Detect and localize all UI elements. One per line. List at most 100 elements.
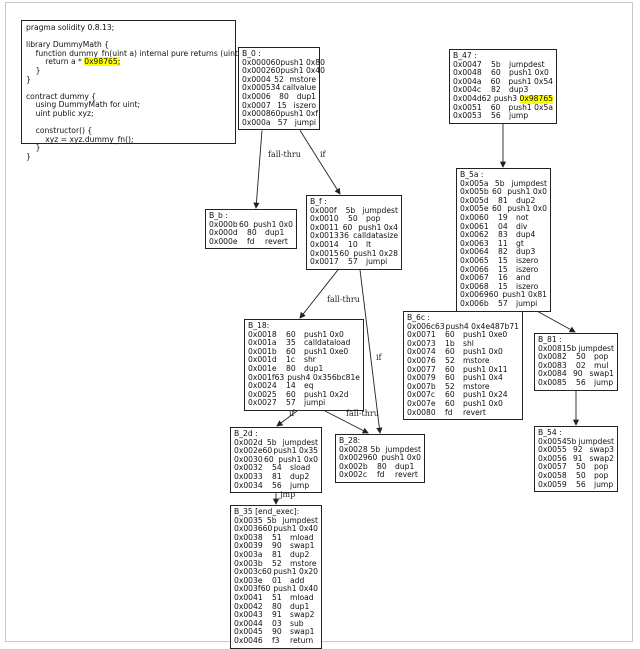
instruction-mnemonic: jumpi [366, 257, 388, 267]
instruction-address: 0x0011 [310, 222, 339, 232]
source-line-text: xyz = xyz.dummy_fn(); [26, 134, 134, 144]
instruction-mnemonic: pop [594, 462, 609, 472]
instruction-address: 0x0065 [460, 255, 489, 265]
instruction-address: 0x000e [209, 236, 238, 246]
instruction-address: 0x0004 [242, 74, 271, 84]
edge-b-5a-to-b-81 [537, 311, 576, 333]
instruction-mnemonic: pop [594, 470, 609, 480]
instruction-opcode: 34 [270, 83, 281, 93]
instruction-opcode: 60 [492, 204, 502, 214]
instruction-address: 0x0080 [407, 407, 436, 417]
instruction-address: 0x001d [248, 355, 277, 365]
instruction-opcode: 15 [277, 100, 287, 110]
instruction-address: 0x005a [460, 178, 489, 188]
instruction-address: 0x0027 [248, 398, 277, 408]
instruction-opcode: 62 [481, 93, 492, 103]
instruction-address: 0x0041 [234, 592, 263, 602]
instruction-opcode: fd [247, 236, 255, 246]
instruction-address: 0x0054 [538, 436, 567, 446]
instruction-opcode: 83 [498, 230, 508, 240]
instruction-opcode: 80 [279, 91, 289, 101]
instruction-address: 0x005e [460, 204, 489, 214]
instruction-mnemonic: dup3 [509, 85, 529, 95]
instruction-opcode: 52 [445, 381, 455, 391]
instruction-mnemonic: push1 0x0 [509, 68, 549, 78]
instruction-opcode: 01 [272, 575, 282, 585]
instruction-opcode: 81 [272, 471, 282, 481]
instruction-address: 0x0006 [242, 91, 271, 101]
instruction-address: 0x000d [209, 228, 238, 238]
instruction-mnemonic: mstore [290, 558, 317, 568]
instruction-address: 0x000b [209, 219, 238, 229]
instruction-address: 0x0029 [339, 453, 368, 463]
highlighted-constant: 0x98765 [519, 93, 553, 104]
instruction-mnemonic: pop [366, 214, 381, 224]
instruction-opcode: 19 [498, 212, 508, 222]
instruction-opcode: 60 [262, 567, 272, 577]
instruction-mnemonic: jumpdest [282, 437, 318, 447]
instruction-address: 0x0005 [242, 83, 271, 93]
instruction-address: 0x003e [234, 575, 263, 585]
instruction-address: 0x007b [407, 381, 436, 391]
instruction-mnemonic: dup1 [290, 601, 310, 611]
instruction-opcode: 60 [445, 330, 455, 340]
instruction-mnemonic: iszero [516, 255, 539, 265]
instruction-opcode: f3 [272, 635, 280, 645]
instruction-mnemonic: iszero [516, 264, 539, 274]
instruction-opcode: 1c [286, 355, 296, 365]
block-title: B_47 : [453, 51, 477, 60]
instruction-mnemonic: pop [594, 352, 609, 362]
instruction-opcode: fd [377, 470, 385, 480]
instruction-mnemonic: revert [463, 407, 486, 417]
source-line-text: library DummyMath { [26, 40, 110, 50]
instruction-mnemonic: swap1 [290, 627, 315, 637]
instruction-mnemonic: push1 0x54 [508, 76, 553, 86]
instruction-mnemonic: mul [594, 360, 609, 370]
instruction-opcode: 81 [272, 549, 282, 559]
instruction-mnemonic: swap2 [589, 453, 614, 463]
edge-label: fall-thru [327, 295, 360, 304]
source-line: contract dummy { [26, 92, 231, 102]
instruction-address: 0x0056 [538, 453, 567, 463]
instruction-address: 0x0085 [538, 377, 567, 387]
instruction-address: 0x001a [248, 338, 277, 348]
instruction-address: 0x0076 [407, 355, 436, 365]
instruction-address: 0x002e [234, 446, 263, 456]
instruction-address: 0x0053 [453, 111, 482, 121]
instruction-mnemonic: push1 0x24 [463, 390, 508, 400]
instruction-opcode: 5b [566, 436, 577, 446]
instruction-address: 0x0036 [234, 524, 263, 534]
instruction-mnemonic: calldatasize [353, 231, 398, 241]
block-title: B_5a : [460, 170, 484, 179]
instruction-opcode: 52 [274, 74, 284, 84]
instruction-mnemonic: mload [290, 592, 314, 602]
source-line-text: return a * [26, 57, 85, 67]
